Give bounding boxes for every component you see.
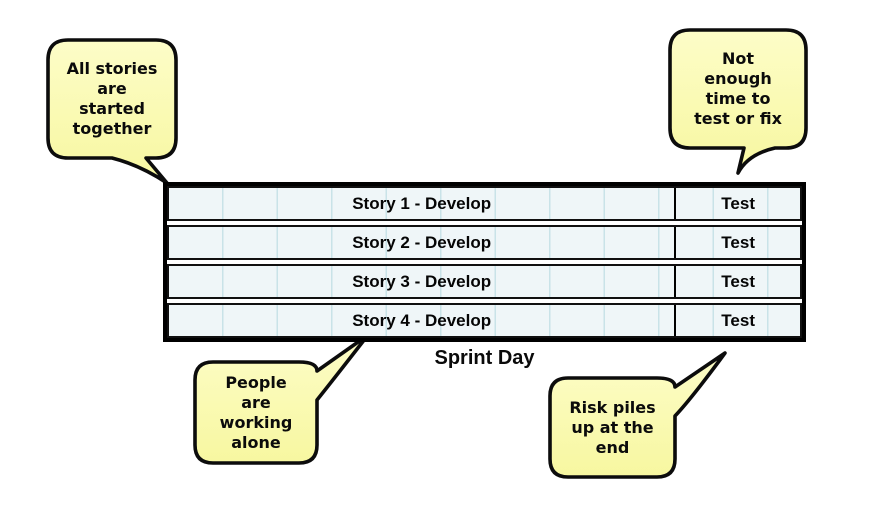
develop-cell: Story 1 - Develop (169, 188, 677, 219)
sprint-day-label: Sprint Day (434, 347, 535, 369)
bubble-bottom-right-shape (548, 351, 727, 479)
develop-cell: Story 4 - Develop (169, 305, 677, 336)
bubble-top-left-shape (46, 38, 178, 185)
develop-cell: Story 2 - Develop (169, 227, 677, 258)
table-row: Story 3 - Develop Test (167, 264, 802, 299)
table-row: Story 4 - Develop Test (167, 303, 802, 338)
develop-cell: Story 3 - Develop (169, 266, 677, 297)
test-cell: Test (721, 310, 755, 330)
bubble-bottom-left-shape (193, 333, 370, 465)
bubble-top-right-shape (668, 28, 808, 175)
table-row: Story 1 - Develop Test (167, 186, 802, 221)
test-cell: Test (721, 271, 755, 291)
test-cell: Test (721, 232, 755, 252)
table-row: Story 2 - Develop Test (167, 225, 802, 260)
test-cell: Test (721, 193, 755, 213)
sprint-table: Story 1 - Develop Test Story 2 - Develop… (163, 182, 806, 342)
